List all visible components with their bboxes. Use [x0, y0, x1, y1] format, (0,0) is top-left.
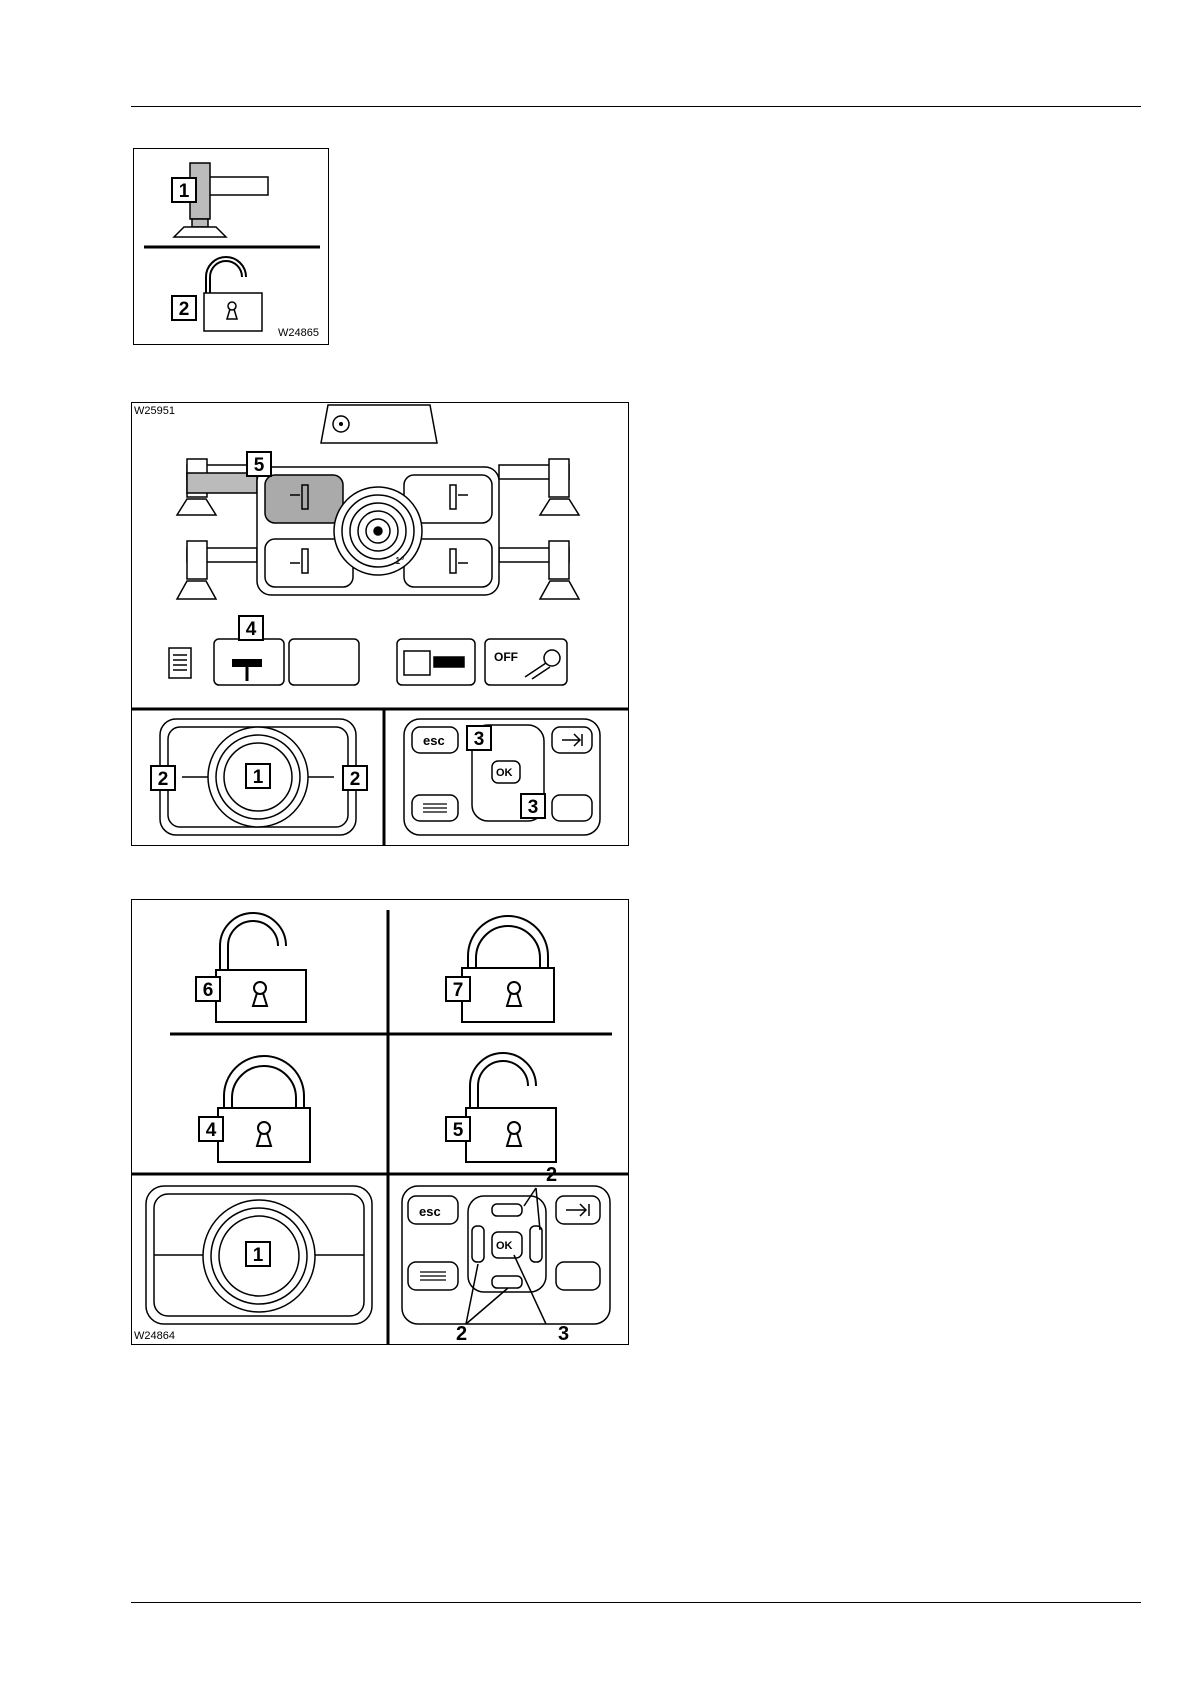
footer-rule	[131, 1602, 1141, 1603]
callout-7: 7	[445, 976, 471, 1002]
crane-icon	[404, 651, 430, 675]
label-2-top: 2	[546, 1164, 557, 1187]
padlock-closed-icon	[218, 1056, 310, 1162]
menu-icon	[420, 1272, 446, 1280]
callout-1: 1	[245, 763, 271, 789]
svg-text:esc: esc	[423, 733, 445, 748]
callout-6: 6	[195, 976, 221, 1002]
callout-2-right: 2	[342, 765, 368, 791]
callout-5: 5	[445, 1116, 471, 1142]
padlock-open-icon	[216, 913, 306, 1022]
callout-3-top: 3	[466, 725, 492, 751]
callout-1: 1	[245, 1241, 271, 1267]
svg-text:OFF: OFF	[494, 650, 518, 664]
svg-text:esc: esc	[419, 1204, 441, 1219]
callout-2: 2	[171, 295, 197, 321]
tab-arrow-icon	[566, 1204, 589, 1216]
padlock-open-icon	[466, 1053, 556, 1162]
steering-wheel-icon	[321, 405, 437, 443]
header-rule	[131, 106, 1141, 107]
padlock-open-icon	[134, 149, 328, 344]
figure-control-panel: W25951	[131, 402, 629, 846]
callout-4: 4	[238, 615, 264, 641]
figure-lock-states: esc OK 6 7 4 5 1 2 2 3 W24864	[131, 899, 629, 1345]
spirit-level-icon	[334, 487, 422, 575]
padlock-closed-icon	[462, 916, 554, 1022]
callout-3-bottom: 3	[520, 793, 546, 819]
svg-text:OK: OK	[496, 767, 513, 779]
svg-text:OK: OK	[496, 1240, 513, 1252]
svg-text:1°: 1°	[395, 556, 405, 567]
label-3: 3	[558, 1323, 569, 1346]
tab-arrow-icon	[562, 734, 582, 746]
label-2-bottom: 2	[456, 1323, 467, 1346]
callout-2-left: 2	[150, 765, 176, 791]
figure-outrigger-unlock: 1 2 W24865	[133, 148, 329, 345]
callout-5: 5	[246, 451, 272, 477]
figure-id: W24865	[278, 327, 319, 339]
menu-icon	[169, 648, 191, 678]
callout-4: 4	[198, 1116, 224, 1142]
callout-1: 1	[171, 177, 197, 203]
figure-id: W24864	[134, 1330, 175, 1342]
